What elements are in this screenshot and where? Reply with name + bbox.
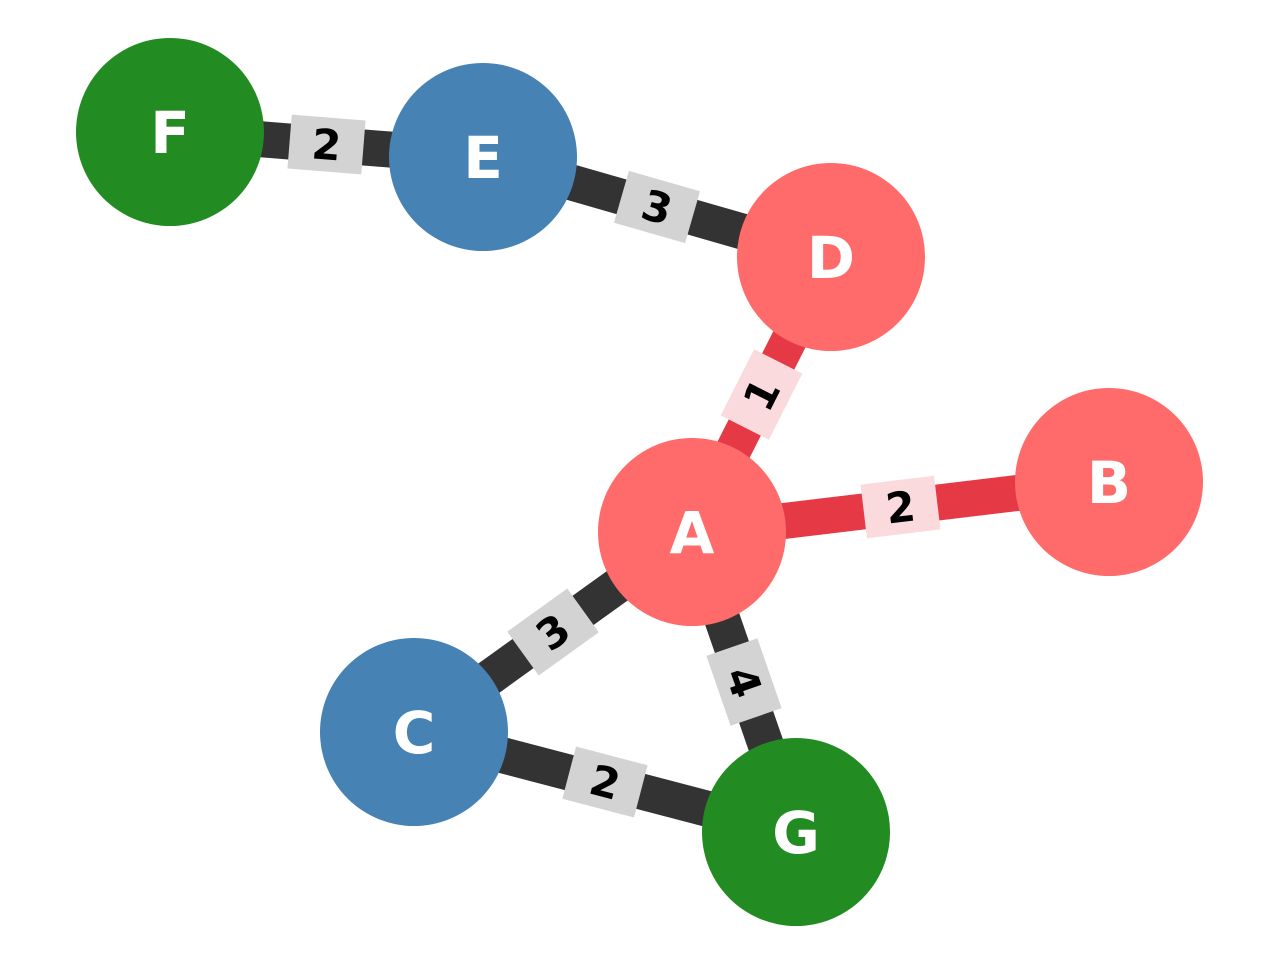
node-G: G	[702, 738, 890, 926]
edge-label-box	[507, 588, 599, 676]
node-label: E	[463, 124, 503, 192]
edge-label-box	[613, 170, 701, 244]
edge-weight-label: 2	[287, 114, 366, 175]
node-B: B	[1015, 388, 1203, 576]
node-circle	[389, 63, 577, 251]
edge-label-box	[860, 475, 941, 539]
node-label: G	[772, 799, 820, 867]
edge-weight-label: 3	[507, 588, 599, 676]
node-circle	[598, 438, 786, 626]
node-circle	[702, 738, 890, 926]
edge-weight-label: 1	[720, 349, 803, 440]
node-label: F	[150, 99, 190, 167]
edge-weight-label: 2	[562, 746, 648, 818]
node-label: C	[393, 699, 436, 767]
node-label: A	[670, 499, 715, 567]
edge-weight-text: 2	[310, 119, 343, 170]
edge-weight-text: 2	[883, 481, 918, 533]
edge-label-box	[562, 746, 648, 818]
node-label: D	[807, 224, 855, 292]
node-label: B	[1087, 449, 1131, 517]
node-circle	[320, 638, 508, 826]
node-circle	[737, 163, 925, 351]
node-D: D	[737, 163, 925, 351]
edge-weight-label: 4	[706, 638, 782, 726]
node-circle	[1015, 388, 1203, 576]
node-C: C	[320, 638, 508, 826]
node-F: F	[76, 38, 264, 226]
node-E: E	[389, 63, 577, 251]
edge-label-box	[706, 638, 782, 726]
nodes-layer: A B C D E F G	[76, 38, 1203, 926]
edge-label-box	[720, 349, 803, 440]
node-circle	[76, 38, 264, 226]
edge-weight-label: 3	[613, 170, 701, 244]
edge-label-box	[287, 114, 366, 175]
node-A: A	[598, 438, 786, 626]
edge-weight-label: 2	[860, 475, 941, 539]
